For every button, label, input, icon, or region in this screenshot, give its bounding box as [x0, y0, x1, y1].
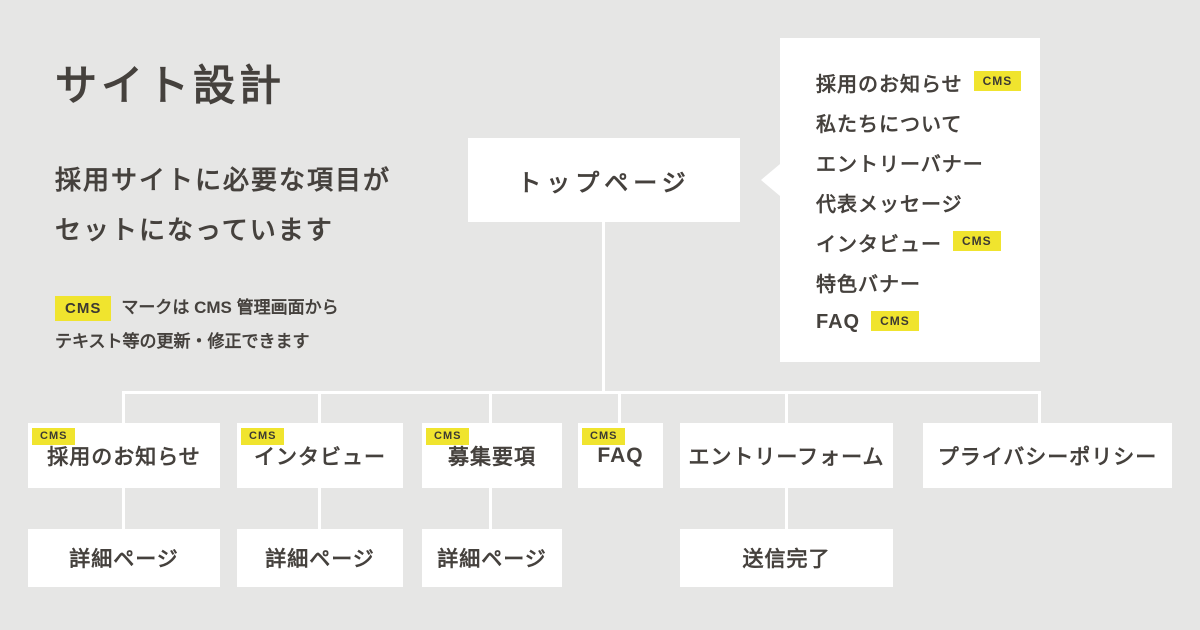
- cms-badge: CMS: [32, 428, 76, 445]
- list-item: エントリーバナー: [816, 142, 1040, 182]
- node-label: エントリーフォーム: [688, 445, 885, 469]
- cms-badge: CMS: [973, 71, 1022, 91]
- node-label: 募集要項: [448, 445, 536, 469]
- node-label: プライバシーポリシー: [937, 445, 1158, 469]
- connector-top-vertical: [602, 222, 605, 394]
- cms-badge: CMS: [426, 428, 470, 445]
- subtitle-line1: 採用サイトに必要な項目が: [55, 165, 392, 195]
- callout-arrow-left: [761, 164, 780, 196]
- list-item: 特色バナー: [816, 262, 1040, 302]
- note-line2: テキスト等の更新・修正できます: [55, 332, 310, 351]
- connector-drop: [122, 486, 125, 532]
- connector-drop: [489, 391, 492, 427]
- node-label: インタビュー: [254, 445, 386, 469]
- cms-badge: CMS: [953, 231, 1001, 251]
- cms-badge: CMS: [582, 428, 626, 445]
- connector-drop: [1038, 391, 1041, 427]
- node-label: FAQ: [597, 443, 644, 467]
- node-detail-page: 詳細ページ: [28, 529, 220, 587]
- node-label: 送信完了: [742, 548, 831, 571]
- list-item-label: インタビュー: [816, 233, 942, 256]
- connector-drop: [785, 486, 788, 532]
- list-item: インタビュー CMS: [816, 222, 1040, 262]
- node-recruit-news: CMS 採用のお知らせ: [28, 423, 220, 488]
- node-label: トップページ: [517, 169, 691, 197]
- page-title: サイト設計: [55, 62, 286, 109]
- cms-note: CMS マークは CMS 管理画面から テキスト等の更新・修正できます: [55, 291, 391, 359]
- node-label: 詳細ページ: [69, 548, 179, 571]
- node-faq: CMS FAQ: [578, 423, 663, 488]
- list-item: 私たちについて: [816, 102, 1040, 142]
- list-item: 採用のお知らせ CMS: [816, 62, 1040, 102]
- node-label: 詳細ページ: [265, 548, 375, 571]
- node-requirements: CMS 募集要項: [422, 423, 562, 488]
- top-page-contents-panel: 採用のお知らせ CMS 私たちについて エントリーバナー 代表メッセージ インタ…: [761, 38, 1040, 362]
- node-interview: CMS インタビュー: [237, 423, 403, 488]
- page-subtitle: 採用サイトに必要な項目が セットになっています: [55, 155, 391, 255]
- note-line1: マークは CMS 管理画面から: [121, 298, 339, 317]
- cms-badge: CMS: [871, 311, 919, 331]
- connector-drop: [318, 486, 321, 532]
- node-label: 採用のお知らせ: [47, 445, 201, 469]
- top-page-contents-list: 採用のお知らせ CMS 私たちについて エントリーバナー 代表メッセージ インタ…: [780, 38, 1040, 342]
- connector-drop: [785, 391, 788, 427]
- connector-drop: [489, 486, 492, 532]
- list-item-label: FAQ: [816, 310, 861, 333]
- node-entry-form: エントリーフォーム: [680, 423, 893, 488]
- connector-drop: [318, 391, 321, 427]
- connector-drop: [618, 391, 621, 427]
- connector-drop: [122, 391, 125, 427]
- node-detail-page: 詳細ページ: [422, 529, 562, 587]
- subtitle-line2: セットになっています: [55, 215, 334, 245]
- list-item-label: 私たちについて: [816, 113, 963, 136]
- node-label: 詳細ページ: [437, 548, 547, 571]
- cms-badge: CMS: [241, 428, 285, 445]
- list-item: 代表メッセージ: [816, 182, 1040, 222]
- intro-section: サイト設計 採用サイトに必要な項目が セットになっています CMS マークは C…: [55, 52, 391, 359]
- list-item-label: 代表メッセージ: [816, 193, 963, 216]
- list-item-label: 特色バナー: [816, 273, 921, 296]
- connector-horizontal-bar: [122, 391, 1041, 394]
- node-detail-page: 詳細ページ: [237, 529, 403, 587]
- node-send-complete: 送信完了: [680, 529, 893, 587]
- list-item-label: 採用のお知らせ: [816, 73, 963, 96]
- list-item: FAQ CMS: [816, 302, 1040, 342]
- node-top-page: トップページ: [468, 138, 740, 222]
- node-privacy-policy: プライバシーポリシー: [923, 423, 1172, 488]
- list-item-label: エントリーバナー: [816, 153, 984, 176]
- cms-badge: CMS: [55, 295, 112, 321]
